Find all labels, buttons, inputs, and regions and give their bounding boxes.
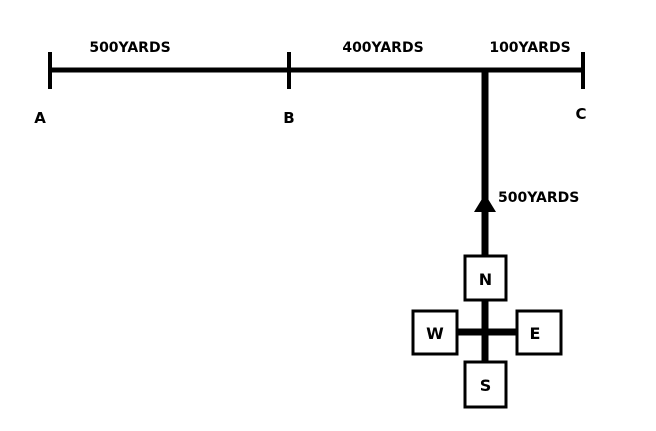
point-c-label: C [575, 105, 586, 123]
segment-label-b-junction: 400YARDS [342, 40, 423, 56]
compass-east-label: E [530, 324, 541, 343]
compass-west-label: W [426, 324, 444, 343]
compass-north-label: N [479, 270, 492, 289]
compass-east-box [515, 309, 563, 356]
point-b-label: B [283, 109, 294, 127]
segment-label-junction-c: 100YARDS [489, 40, 570, 56]
north-leg-label: 500YARDS [498, 190, 579, 206]
compass-north-box [463, 254, 508, 302]
segment-label-ab: 500YARDS [89, 40, 170, 56]
compass-west-box [411, 309, 459, 356]
compass-south-label: S [480, 376, 492, 395]
arrow-up-icon [474, 194, 496, 212]
compass-south-box [463, 360, 508, 409]
point-a-label: A [34, 109, 46, 127]
